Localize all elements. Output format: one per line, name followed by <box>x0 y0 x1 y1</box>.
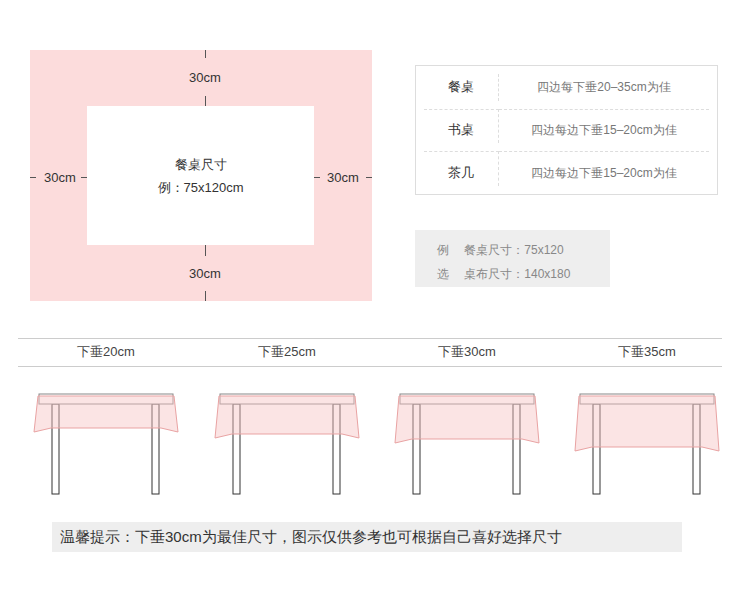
table-cell-head: 书桌 <box>424 109 499 144</box>
table-figure <box>395 394 539 494</box>
table-cell-head: 茶几 <box>424 151 499 186</box>
drop-heading: 下垂20cm <box>77 343 135 361</box>
table-figure <box>575 394 719 494</box>
example-box: 例 餐桌尺寸：75x120选 桌布尺寸：140x180 <box>415 230 610 287</box>
box-text: 例 餐桌尺寸：75x120 <box>437 238 610 262</box>
box-text: 选 桌布尺寸：140x180 <box>437 262 610 286</box>
box-text: 餐桌尺寸 <box>175 153 227 176</box>
table-top-box: 餐桌尺寸例：75x120cm <box>87 106 314 245</box>
drop-heading: 下垂30cm <box>438 343 496 361</box>
drop-heading: 下垂25cm <box>258 343 316 361</box>
tip-text: 温馨提示：下垂30cm为最佳尺寸，图示仅供参考也可根据自己喜好选择尺寸 <box>60 528 562 547</box>
dimension-label: 30cm <box>325 170 361 185</box>
box-text: 例：75x120cm <box>158 176 244 199</box>
rule-line <box>18 338 722 339</box>
tip-band: 温馨提示：下垂30cm为最佳尺寸，图示仅供参考也可根据自己喜好选择尺寸 <box>52 522 682 552</box>
table-cell: 四边每边下垂15–20cm为佳 <box>499 151 709 194</box>
table-cell: 四边每边下垂15–20cm为佳 <box>499 109 709 152</box>
table-cell-head: 餐桌 <box>424 74 499 101</box>
dimension-ticks <box>30 50 372 301</box>
rule-line <box>18 366 722 367</box>
dimension-label: 30cm <box>187 266 223 281</box>
dimension-label: 30cm <box>187 70 223 85</box>
size-table: 餐桌四边每下垂20–35cm为佳书桌四边每边下垂15–20cm为佳茶几四边每边下… <box>415 65 718 195</box>
dimension-label: 30cm <box>42 170 78 185</box>
table-figure <box>215 394 359 494</box>
table-figure <box>34 394 178 494</box>
tablecloth-area: 30cm 30cm 30cm 30cm 餐桌尺寸例：75x120cm <box>30 50 372 301</box>
table-cell: 四边每下垂20–35cm为佳 <box>499 66 709 109</box>
tablecloth-area <box>30 50 372 301</box>
drop-heading: 下垂35cm <box>618 343 676 361</box>
